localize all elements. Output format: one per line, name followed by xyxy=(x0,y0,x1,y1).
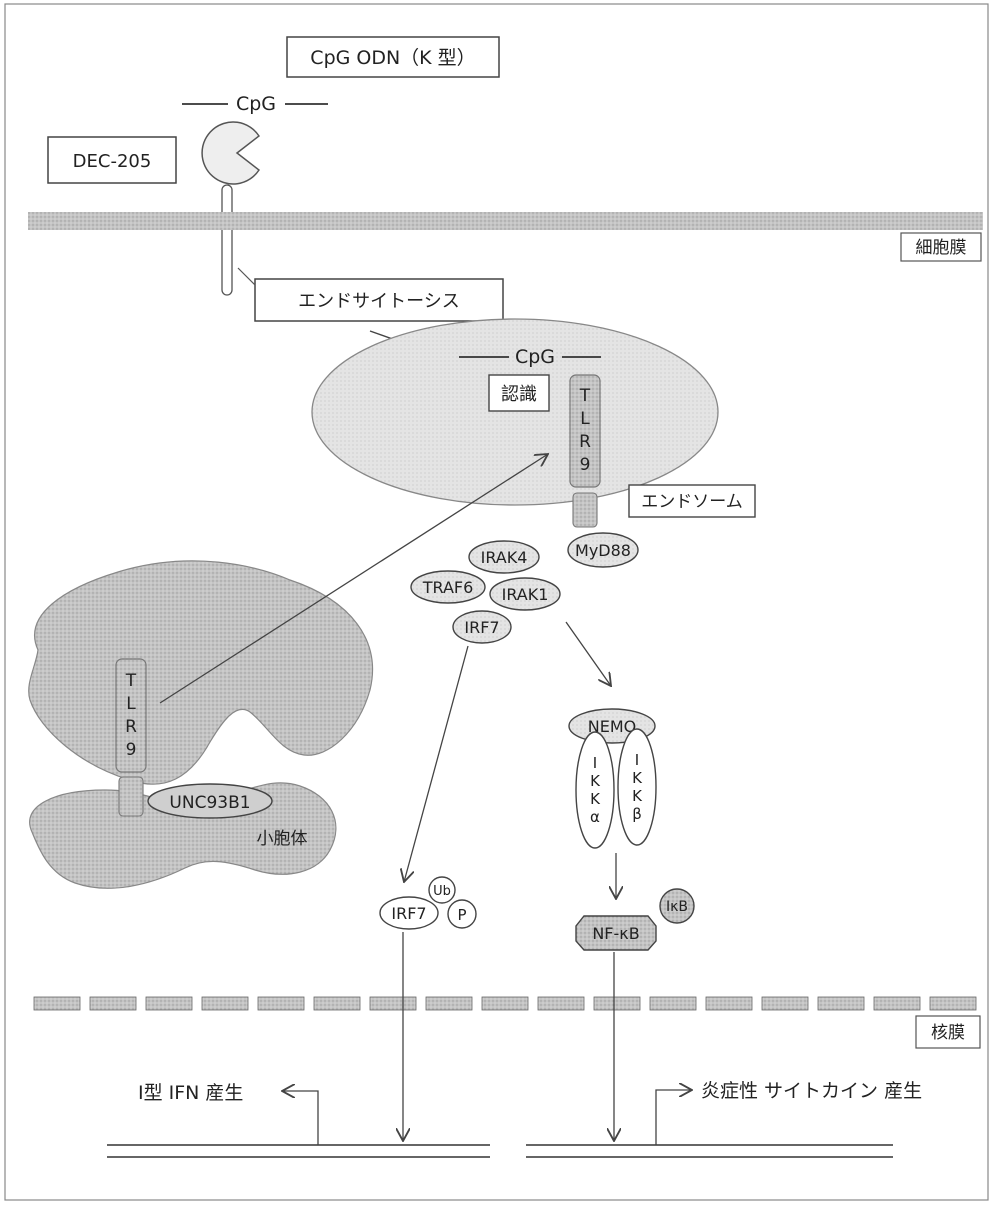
small-vesicle-shape xyxy=(29,561,373,784)
nuclear-membrane-segment xyxy=(874,997,920,1010)
cell-membrane-label: 細胞膜 xyxy=(916,238,967,258)
traf6-label: TRAF6 xyxy=(422,578,474,597)
type1-ifn-label: I型 IFN 産生 xyxy=(138,1082,243,1104)
nuclear-membrane-segment xyxy=(370,997,416,1010)
nuclear-membrane-segment xyxy=(482,997,528,1010)
dec205-label: DEC-205 xyxy=(73,151,152,172)
nuclear-membrane-segment xyxy=(650,997,696,1010)
nuclear-membrane-label: 核膜 xyxy=(931,1023,965,1043)
ikk-beta-letter-2: K xyxy=(632,769,643,787)
tlr9-endosome-letter-3: R xyxy=(579,432,591,452)
irf7-nucleus-label: IRF7 xyxy=(391,904,426,923)
ikb-label: IκB xyxy=(666,899,688,915)
ikk-beta-letter-3: K xyxy=(632,787,643,805)
endocytosis-label: エンドサイトーシス xyxy=(298,291,460,312)
irf7-pathway-arrow xyxy=(404,646,468,882)
ikk-alpha-letter-4: α xyxy=(590,808,600,826)
nuclear-membrane-segment xyxy=(90,997,136,1010)
nfkb-label: NF-κB xyxy=(592,924,639,943)
p-label: P xyxy=(457,906,466,924)
endocytosis-connector xyxy=(238,268,255,285)
unc93b1-label: UNC93B1 xyxy=(169,793,250,813)
nuclear-membrane-segment xyxy=(146,997,192,1010)
tlr9-vesicle-letter-3: R xyxy=(125,717,137,737)
ikk-alpha-letter-2: K xyxy=(590,772,601,790)
nuclear-membrane-segment xyxy=(930,997,976,1010)
irak4-label: IRAK4 xyxy=(481,548,528,567)
nuclear-membrane-segment xyxy=(258,997,304,1010)
dec205-receptor xyxy=(202,122,259,184)
irf7-label: IRF7 xyxy=(464,618,499,637)
endosome-label: エンドソーム xyxy=(641,492,743,512)
tlr9-endosome-letter-4: 9 xyxy=(580,455,591,475)
dec205-stalk xyxy=(222,185,232,295)
cpg-odn-label: CpG ODN（K 型） xyxy=(310,47,475,69)
tlr9-endosome-tail xyxy=(573,493,597,527)
nuclear-membrane-segment xyxy=(538,997,584,1010)
inflammatory-label: 炎症性 サイトカイン 産生 xyxy=(701,1080,922,1102)
cpg-endosome-label: CpG xyxy=(515,346,555,368)
nuclear-membrane-segment xyxy=(594,997,640,1010)
tlr9-vesicle-letter-1: T xyxy=(125,671,137,691)
cpg-top-label: CpG xyxy=(236,93,276,115)
irak1-label: IRAK1 xyxy=(502,585,549,604)
nuclear-membrane-segment xyxy=(34,997,80,1010)
nuclear-membrane-segment xyxy=(314,997,360,1010)
recognition-label: 認識 xyxy=(501,384,537,405)
cell-membrane-band xyxy=(28,212,983,230)
inflammatory-output-arrow xyxy=(656,1090,692,1145)
ikk-beta-letter-1: I xyxy=(635,751,639,769)
tlr9-endosome-letter-1: T xyxy=(579,386,591,406)
nuclear-membrane-segment xyxy=(706,997,752,1010)
nuclear-membrane-segment xyxy=(818,997,864,1010)
nuclear-membrane-segment xyxy=(426,997,472,1010)
small-vesicle-label: 小胞体 xyxy=(257,829,308,849)
ikk-beta-letter-4: β xyxy=(632,805,642,823)
nuclear-membrane-segment xyxy=(202,997,248,1010)
tlr9-vesicle-tail xyxy=(119,777,143,816)
type1-ifn-output-arrow xyxy=(282,1091,318,1145)
ikk-alpha-letter-1: I xyxy=(593,754,597,772)
nuclear-membrane-segment xyxy=(762,997,808,1010)
myd88-label: MyD88 xyxy=(575,541,631,560)
tlr9-endosome-letter-2: L xyxy=(580,409,590,429)
irak1-to-ikk-arrow xyxy=(566,622,611,686)
tlr9-vesicle-letter-2: L xyxy=(126,694,136,714)
nuclear-membrane-band xyxy=(34,997,976,1010)
ikk-alpha-letter-3: K xyxy=(590,790,601,808)
ub-label: Ub xyxy=(433,884,451,899)
tlr9-vesicle-letter-4: 9 xyxy=(126,740,137,760)
